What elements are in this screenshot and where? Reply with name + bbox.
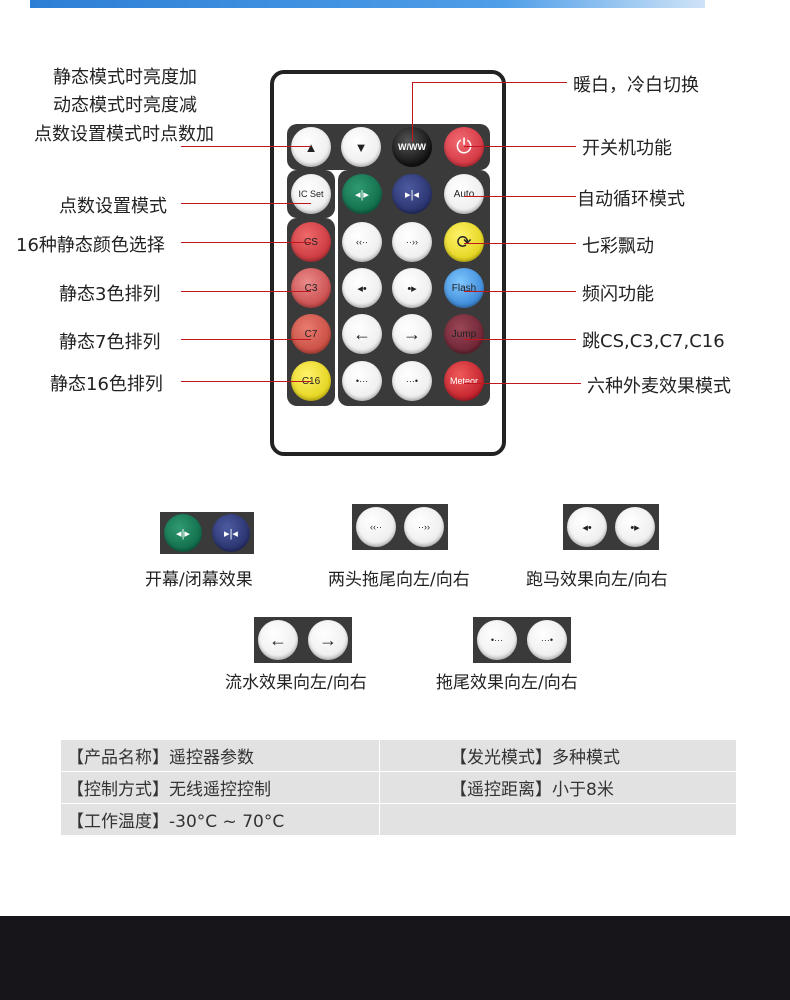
demo-curtain-close-button: ▸|◂ <box>212 514 250 552</box>
demo-flow-left-button: ← <box>258 620 298 660</box>
label-rainbow: 七彩飘动 <box>582 236 654 257</box>
pointer-line-www-h <box>412 82 567 83</box>
spec-working-temp: 【工作温度】-30°C ~ 70°C <box>60 803 380 836</box>
pointer-line-up <box>181 146 311 147</box>
curtain-open-button[interactable]: ◂|▸ <box>342 174 382 214</box>
cs-color-button[interactable]: CS <box>291 222 331 262</box>
demo-curtain-caption: 开幕/闭幕效果 <box>145 570 253 590</box>
pointer-line-rainbow <box>464 243 576 244</box>
rainbow-flow-button[interactable]: ⟳ <box>444 222 484 262</box>
label-flash: 频闪功能 <box>582 284 654 305</box>
label-static-7-colors: 静态7色排列 <box>59 332 161 353</box>
pointer-line-www-v <box>412 82 413 142</box>
table-row: 【工作温度】-30°C ~ 70°C <box>60 803 737 836</box>
pointer-line-flash <box>464 291 576 292</box>
pointer-line-c3 <box>181 291 311 292</box>
run-right-button[interactable]: •▸ <box>392 268 432 308</box>
label-brightness-down-dynamic: 动态模式时亮度减 <box>53 95 197 116</box>
brightness-up-button[interactable]: ▲ <box>291 127 331 167</box>
c3-button[interactable]: C3 <box>291 268 331 308</box>
spec-table: 【产品名称】遥控器参数 【发光模式】多种模式 【控制方式】无线遥控控制 【遥控距… <box>60 739 737 836</box>
tail-left-button[interactable]: ‹‹·· <box>342 222 382 262</box>
spec-control-method: 【控制方式】无线遥控控制 <box>60 771 380 804</box>
demo-tail-left-button: ‹‹·· <box>356 507 396 547</box>
demo-flow-caption: 流水效果向左/向右 <box>225 673 367 693</box>
brightness-down-button[interactable]: ▼ <box>341 127 381 167</box>
label-jump: 跳CS,C3,C7,C16 <box>582 331 725 352</box>
spec-remote-distance: 【遥控距离】小于8米 <box>379 771 737 804</box>
pointer-line-jump <box>464 339 576 340</box>
label-point-setting-mode: 点数设置模式 <box>59 196 167 217</box>
demo-curtain-open-button: ◂|▸ <box>164 514 202 552</box>
label-static-3-colors: 静态3色排列 <box>59 284 161 305</box>
jump-button[interactable]: Jump <box>444 314 484 354</box>
c7-button[interactable]: C7 <box>291 314 331 354</box>
spec-light-mode: 【发光模式】多种模式 <box>379 739 737 772</box>
label-16-static-colors: 16种静态颜色选择 <box>16 235 165 256</box>
demo-trail-caption: 拖尾效果向左/向右 <box>436 673 578 693</box>
top-accent-bar <box>30 0 705 8</box>
trail-right-button[interactable]: ···• <box>392 361 432 401</box>
flash-button[interactable]: Flash <box>444 268 484 308</box>
label-points-add: 点数设置模式时点数加 <box>34 124 214 145</box>
auto-button[interactable]: Auto <box>444 174 484 214</box>
pointer-line-c16 <box>181 381 311 382</box>
spec-empty-cell <box>379 803 737 836</box>
demo-run-caption: 跑马效果向左/向右 <box>526 570 668 590</box>
pointer-line-auto <box>464 196 576 197</box>
curtain-close-button[interactable]: ▸|◂ <box>392 174 432 214</box>
table-row: 【控制方式】无线遥控控制 【遥控距离】小于8米 <box>60 771 737 804</box>
demo-tail-caption: 两头拖尾向左/向右 <box>328 570 470 590</box>
demo-tail-right-button: ··›› <box>404 507 444 547</box>
meteor-button[interactable]: Meteor <box>444 361 484 401</box>
label-brightness-up-static: 静态模式时亮度加 <box>53 67 197 88</box>
label-meteor: 六种外麦效果模式 <box>587 376 731 397</box>
power-button[interactable]: ⏻ <box>444 127 484 167</box>
pointer-line-c7 <box>181 339 311 340</box>
spec-product-name: 【产品名称】遥控器参数 <box>60 739 380 772</box>
pointer-line-cs <box>181 242 311 243</box>
label-warm-cold-white: 暖白，冷白切换 <box>573 75 699 96</box>
label-auto-cycle: 自动循环模式 <box>577 189 685 210</box>
label-power: 开关机功能 <box>582 138 672 159</box>
bottom-dark-band <box>0 916 790 1000</box>
demo-flow-right-button: → <box>308 620 348 660</box>
demo-run-left-button: ◂• <box>567 507 607 547</box>
run-left-button[interactable]: ◂• <box>342 268 382 308</box>
trail-left-button[interactable]: •··· <box>342 361 382 401</box>
label-static-16-colors: 静态16色排列 <box>50 374 163 395</box>
table-row: 【产品名称】遥控器参数 【发光模式】多种模式 <box>60 739 737 772</box>
pointer-line-icset <box>181 203 311 204</box>
ic-set-button[interactable]: IC Set <box>291 174 331 214</box>
demo-run-right-button: •▸ <box>615 507 655 547</box>
pointer-line-power <box>464 146 576 147</box>
demo-trail-left-button: •··· <box>477 620 517 660</box>
pointer-line-meteor <box>464 383 581 384</box>
demo-trail-right-button: ···• <box>527 620 567 660</box>
tail-right-button[interactable]: ··›› <box>392 222 432 262</box>
flow-left-button[interactable]: ← <box>342 314 382 354</box>
flow-right-button[interactable]: → <box>392 314 432 354</box>
